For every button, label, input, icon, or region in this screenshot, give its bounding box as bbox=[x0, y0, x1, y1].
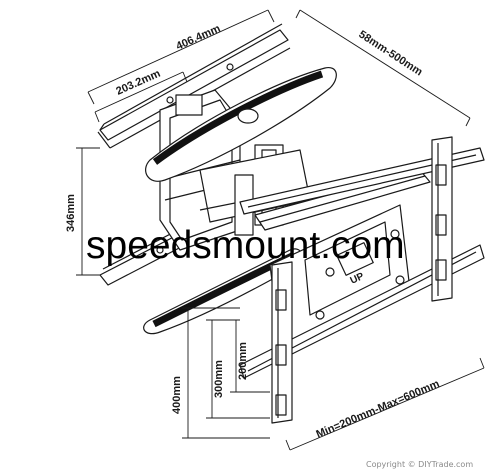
upper-arm bbox=[145, 66, 337, 182]
label-vesa-horizontal: Min=200mm-Max=600mm bbox=[314, 378, 441, 441]
watermark-text: speedsmount.com bbox=[86, 224, 405, 267]
dim-line-203 bbox=[94, 71, 188, 123]
label-top-width: 406.4mm bbox=[174, 23, 222, 53]
dim-line-346 bbox=[76, 147, 100, 276]
vertical-strip-left bbox=[271, 261, 293, 424]
vertical-strip-right bbox=[431, 136, 453, 302]
label-inner-width: 203.2mm bbox=[114, 68, 162, 98]
dim-line-vesa-h bbox=[285, 357, 485, 451]
label-vesa-400: 400mm bbox=[171, 376, 183, 414]
label-height: 346mm bbox=[65, 194, 77, 232]
plate-up-label: UP bbox=[349, 271, 367, 287]
dim-line-300 bbox=[206, 319, 270, 419]
credit-text: Copyright © DIYTrade.com bbox=[366, 460, 473, 469]
label-extension: 58mm-500mm bbox=[356, 28, 424, 78]
dim-line-200 bbox=[230, 320, 270, 393]
horizontal-rails bbox=[239, 147, 485, 379]
dim-line-400 bbox=[182, 307, 270, 439]
dim-line-406 bbox=[87, 9, 275, 105]
label-vesa-300: 300mm bbox=[213, 360, 225, 398]
dim-line-extension bbox=[295, 9, 471, 127]
label-vesa-200: 200mm bbox=[237, 342, 249, 380]
